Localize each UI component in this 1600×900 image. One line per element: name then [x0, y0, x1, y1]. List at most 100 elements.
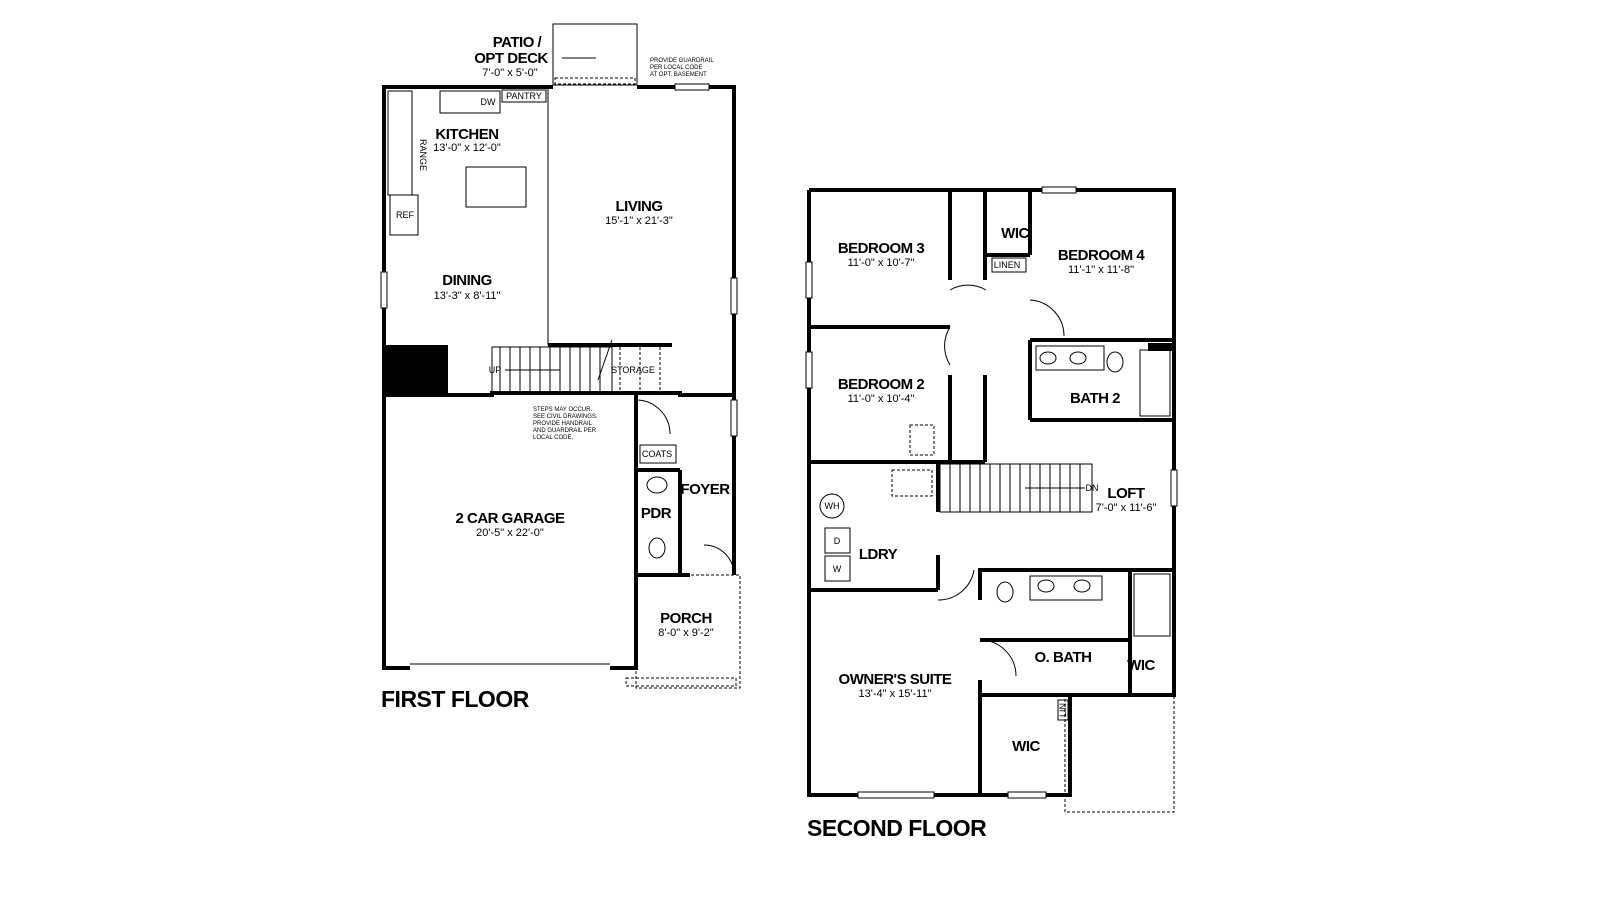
- obath-label: O. BATH: [1034, 649, 1091, 666]
- dw-label: DW: [481, 97, 496, 107]
- obath-vanity: [1029, 575, 1103, 601]
- bath2-vanity: [1035, 345, 1105, 371]
- bedroom3-label: BEDROOM 3: [838, 240, 925, 257]
- window: [730, 277, 738, 315]
- tub-wall: [1148, 343, 1172, 351]
- bedroom4-label: BEDROOM 4: [1058, 247, 1146, 264]
- wic-label: WIC: [1001, 225, 1029, 242]
- range-label: RANGE: [418, 139, 428, 171]
- bedroom3-size: 11'-0" x 10'-7": [848, 257, 915, 269]
- kitchen-island: [465, 166, 527, 208]
- toilet: [1106, 351, 1124, 373]
- window: [805, 261, 813, 299]
- bedroom2-size: 11'-0" x 10'-4": [848, 393, 915, 405]
- porch-rail: [625, 677, 737, 687]
- pantry-label: PANTRY: [506, 91, 542, 101]
- sink: [1073, 579, 1091, 593]
- foyer-label: FOYER: [680, 481, 730, 498]
- wall: [637, 85, 736, 575]
- washer-label: W: [833, 564, 842, 574]
- door-swing: [937, 569, 975, 601]
- living-label: LIVING: [615, 198, 662, 215]
- garage-label: 2 CAR GARAGE: [455, 510, 565, 527]
- bathtub: [1139, 349, 1171, 417]
- lin-label: LIN: [1058, 703, 1068, 717]
- sink: [646, 476, 668, 494]
- living-size: 15'-1" x 21'-3": [605, 215, 673, 227]
- wic-bath-label: WIC: [1127, 657, 1155, 674]
- second-floor: BEDROOM 3 11'-0" x 10'-7" WIC BEDROOM 4 …: [805, 186, 1178, 841]
- window: [674, 83, 710, 91]
- loft-stairs: [939, 463, 1093, 513]
- wh-label: WH: [825, 501, 840, 511]
- window: [730, 399, 738, 437]
- sink: [1069, 351, 1087, 365]
- dining-size: 13'-3" x 8'-11": [434, 290, 501, 302]
- door-swing: [979, 639, 1017, 677]
- steps-note: PROVIDE HANDRAIL: [533, 421, 593, 427]
- dining-label: DINING: [442, 272, 492, 289]
- porch-size: 8'-0" x 9'-2": [658, 627, 714, 639]
- sink-counter: [439, 90, 501, 114]
- dryer: [824, 527, 851, 554]
- loft-size: 7'-0" x 11'-6": [1096, 502, 1157, 514]
- mechanical-block: [386, 345, 448, 393]
- window: [857, 791, 935, 799]
- toilet: [996, 581, 1014, 603]
- first-floor: PATIO / OPT DECK 7'-0" x 5'-0" PROVIDE G…: [380, 23, 741, 712]
- wall-hidden: [809, 462, 938, 590]
- ldry-label: LDRY: [859, 546, 898, 563]
- wall: [610, 395, 638, 670]
- attic-access: [891, 469, 933, 497]
- washer: [824, 555, 851, 582]
- front-door-swing: [703, 544, 735, 576]
- sink: [1037, 579, 1055, 593]
- counter: [387, 90, 413, 196]
- dryer-label: D: [834, 536, 841, 546]
- wall: [978, 568, 1174, 600]
- stairs: [491, 339, 672, 394]
- bath2-label: BATH 2: [1070, 390, 1120, 407]
- patio-outline: [552, 23, 638, 86]
- wic-owner-label: WIC: [1012, 738, 1040, 755]
- attic-access: [909, 424, 935, 456]
- porch-label: PORCH: [660, 610, 712, 627]
- patio-label: PATIO /: [493, 34, 543, 51]
- refrigerator: [389, 194, 419, 236]
- steps-note: STEPS MAY OCCUR.: [533, 407, 592, 413]
- kitchen-size: 13'-0" x 12'-0": [433, 142, 501, 154]
- owners-suite-size: 13'-4" x 15'-11": [859, 688, 932, 700]
- door-swing: [1029, 299, 1065, 337]
- patio-label-2: OPT DECK: [474, 50, 548, 67]
- guardrail-note: AT OPT. BASEMENT: [650, 72, 707, 78]
- coats-closet: [639, 444, 677, 464]
- guardrail-note: PROVIDE GUARDRAIL: [650, 58, 714, 64]
- dn-label: DN: [1086, 483, 1099, 493]
- guardrail-note: PER LOCAL CODE: [650, 65, 702, 71]
- window: [1041, 186, 1077, 194]
- up-label: UP: [489, 365, 502, 375]
- storage-label: STORAGE: [611, 365, 655, 375]
- shower: [1133, 573, 1171, 637]
- patio-guardrail: [554, 77, 636, 85]
- bedroom4-size: 11'-1" x 11'-8": [1068, 264, 1134, 276]
- loft-label: LOFT: [1107, 485, 1144, 502]
- window: [1170, 469, 1178, 507]
- steps-note: SEE CIVIL DRAWINGS.: [533, 414, 598, 420]
- pdr-label: PDR: [641, 505, 672, 522]
- window: [805, 351, 813, 389]
- second-floor-title: SECOND FLOOR: [807, 815, 987, 841]
- door-swing: [949, 284, 987, 291]
- door-swing: [635, 399, 671, 435]
- owners-suite-label: OWNER'S SUITE: [839, 671, 952, 688]
- window: [1007, 791, 1047, 799]
- water-heater: [819, 493, 845, 519]
- linen-closet: [991, 257, 1027, 273]
- window: [380, 271, 388, 309]
- first-floor-title: FIRST FLOOR: [381, 686, 530, 712]
- pantry: [501, 89, 547, 103]
- kitchen-label: KITCHEN: [435, 126, 498, 143]
- door-swing: [944, 326, 951, 366]
- lin-closet: [1057, 699, 1069, 721]
